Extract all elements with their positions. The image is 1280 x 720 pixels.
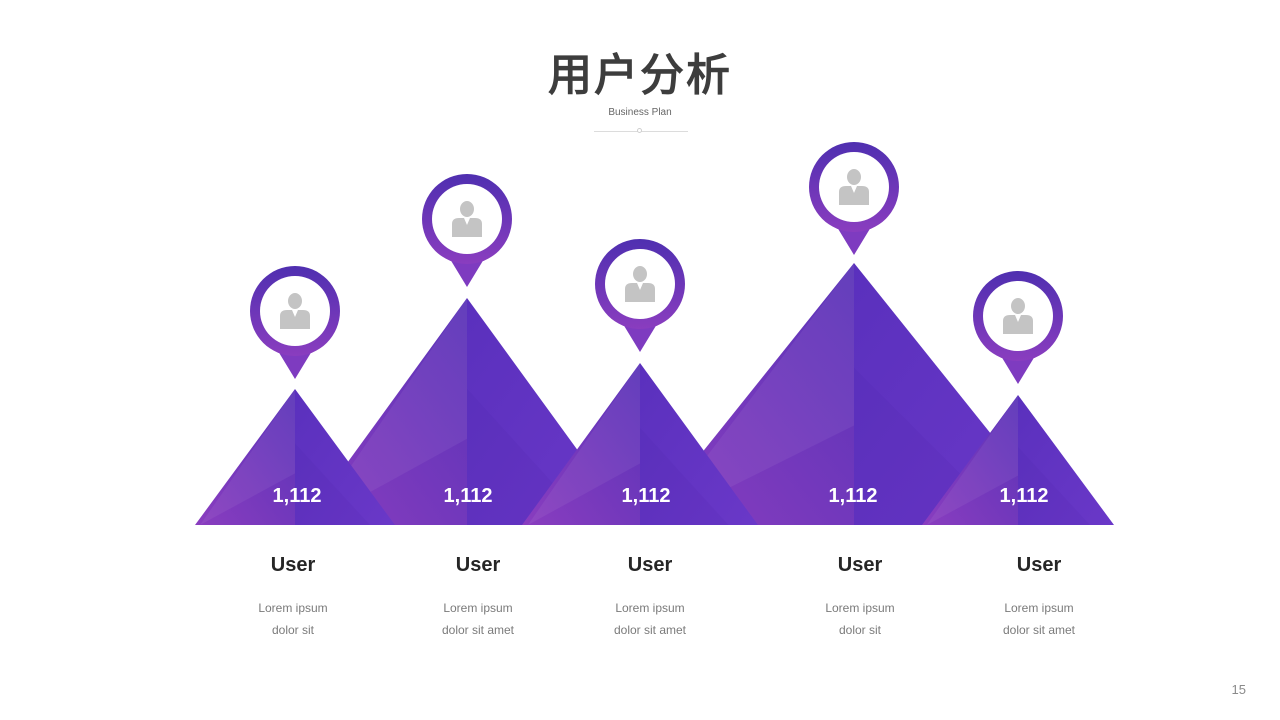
- user-value: 1,112: [829, 485, 878, 507]
- user-value: 1,112: [444, 485, 493, 507]
- location-pin: [422, 174, 512, 287]
- user-description: Lorem ipsum dolor sit amet: [613, 601, 687, 637]
- user-description: Lorem ipsum dolor sit amet: [1002, 601, 1076, 637]
- user-card: User Lorem ipsum dolor sit: [780, 553, 940, 641]
- user-label: User: [1016, 554, 1062, 576]
- page-title: 用户分析: [548, 50, 732, 101]
- mountain-peak: [522, 363, 758, 525]
- user-icon: [1003, 298, 1033, 334]
- user-card: User Lorem ipsum dolor sit amet: [398, 553, 558, 641]
- user-label: User: [270, 554, 316, 576]
- mountain-peak: [195, 389, 395, 525]
- user-description: Lorem ipsum dolor sit: [825, 601, 895, 637]
- location-pin: [973, 271, 1063, 384]
- user-label: User: [455, 554, 501, 576]
- user-label: User: [627, 554, 673, 576]
- user-value: 1,112: [273, 485, 322, 507]
- user-description: Lorem ipsum dolor sit amet: [441, 601, 515, 637]
- location-pin: [809, 142, 899, 255]
- user-icon: [280, 293, 310, 329]
- page-subtitle: Business Plan: [608, 107, 672, 118]
- location-pin: [595, 239, 685, 352]
- user-card: User Lorem ipsum dolor sit amet: [570, 553, 730, 641]
- user-card: User Lorem ipsum dolor sit: [213, 553, 373, 641]
- user-icon: [625, 266, 655, 302]
- user-value: 1,112: [622, 485, 671, 507]
- user-value: 1,112: [1000, 485, 1049, 507]
- user-card: User Lorem ipsum dolor sit amet: [959, 553, 1119, 641]
- user-icon: [452, 201, 482, 237]
- title-divider-dot: [637, 128, 642, 133]
- user-description: Lorem ipsum dolor sit: [258, 601, 328, 637]
- location-pin: [250, 266, 340, 379]
- user-icon: [839, 169, 869, 205]
- mountain-peak: [922, 395, 1114, 525]
- user-label: User: [837, 554, 883, 576]
- page-number: 15: [1231, 682, 1246, 697]
